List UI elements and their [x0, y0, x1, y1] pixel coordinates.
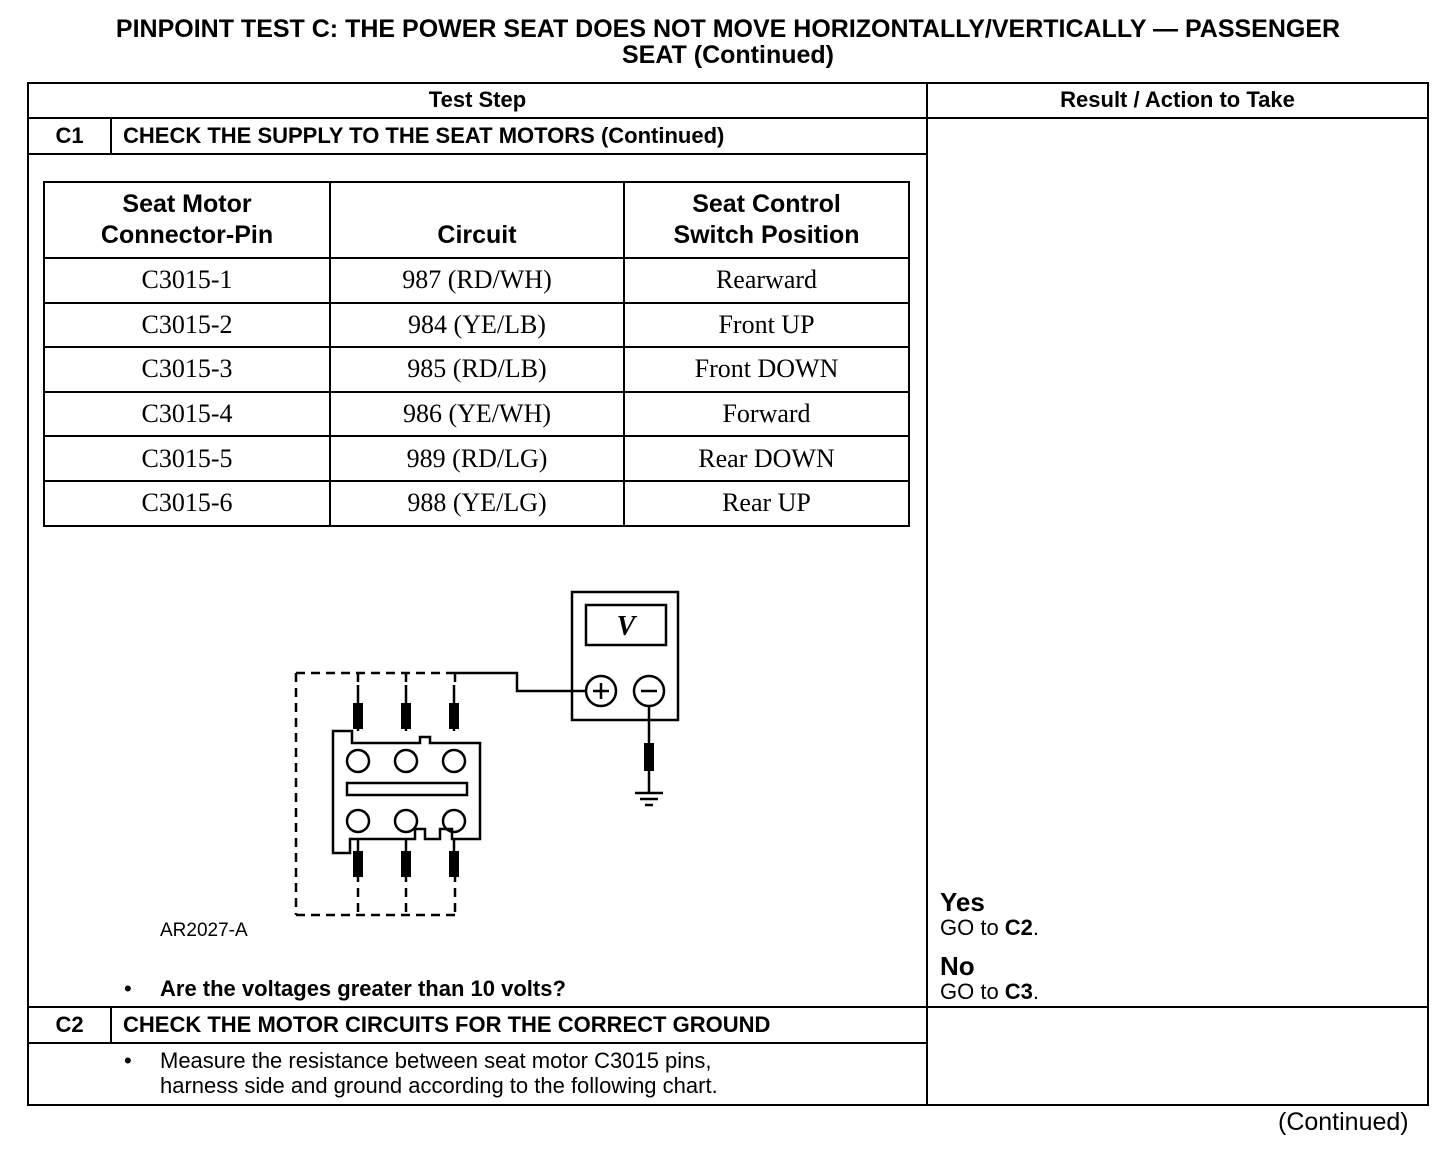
connector-body	[331, 729, 482, 855]
table-cell-circuit: 986 (YE/WH)	[329, 390, 625, 438]
ground-icon	[635, 791, 663, 807]
connector-pin-5	[393, 808, 419, 834]
step-id-c1: C1	[55, 123, 84, 148]
c1-id-divider	[110, 117, 112, 154]
table-cell-pin: C3015-4	[43, 390, 331, 438]
table-cell-pin: C3015-1	[43, 257, 331, 304]
probe-tips	[353, 703, 654, 877]
step-title-c1: CHECK THE SUPPLY TO THE SEAT MOTORS (Con…	[123, 123, 725, 148]
table-row: C3015-1 987 (RD/WH) Rearward	[43, 257, 910, 304]
table-cell-circuit: 985 (RD/LB)	[329, 346, 625, 393]
c2-id-divider	[110, 1006, 112, 1043]
result-yes-target: C2	[1004, 915, 1033, 940]
table-row: C3015-4 986 (YE/WH) Forward	[43, 390, 910, 438]
table-cell-position: Front UP	[623, 301, 910, 349]
table-row: C3015-5 989 (RD/LG) Rear DOWN	[43, 435, 910, 482]
page-title-line1: PINPOINT TEST C: THE POWER SEAT DOES NOT…	[115, 15, 1341, 43]
table-row: C3015-6 988 (YE/LG) Rear UP	[43, 479, 910, 527]
table-row: C3015-2 984 (YE/LB) Front UP	[43, 301, 910, 349]
table-cell-circuit: 988 (YE/LG)	[329, 479, 625, 527]
table-cell-circuit: 987 (RD/WH)	[329, 257, 625, 304]
voltmeter-body	[570, 590, 680, 722]
step-id-c2: C2	[55, 1012, 84, 1037]
page-title-line2: SEAT (Continued)	[622, 41, 834, 69]
header-test-step: Test Step	[428, 87, 527, 112]
table-cell-circuit: 984 (YE/LB)	[329, 301, 625, 349]
positive-test-lead	[455, 671, 586, 693]
positive-terminal-icon	[584, 674, 618, 708]
page-title: PINPOINT TEST C: THE POWER SEAT DOES NOT…	[20, 16, 1436, 68]
c2-title-rule	[27, 1042, 927, 1044]
table-cell-position: Rear DOWN	[623, 435, 910, 482]
result-yes-label: Yes	[940, 887, 985, 917]
table-cell-position: Rear UP	[623, 479, 910, 527]
pin-table-header-switch: Seat Control Switch Position	[623, 181, 910, 259]
header-result: Result / Action to Take	[1060, 87, 1295, 112]
result-no-label: No	[940, 951, 975, 981]
pin-table-header-circuit: Circuit	[329, 181, 625, 259]
voltmeter-display	[584, 603, 668, 647]
c1-question-text: Are the voltages greater than 10 volts?	[160, 976, 566, 1001]
result-yes-action: GO to C2.	[940, 915, 1040, 940]
connector-pin-1	[345, 748, 371, 774]
table-cell-position: Front DOWN	[623, 346, 910, 393]
table-cell-circuit: 989 (RD/LG)	[329, 435, 625, 482]
harness-dashed-outline	[294, 671, 457, 917]
voltmeter-symbol: V	[617, 611, 638, 642]
connector-pin-4	[345, 808, 371, 834]
pin-table-header-connector: Seat Motor Connector-Pin	[43, 181, 331, 259]
result-no-target: C3	[1004, 979, 1033, 1004]
voltmeter-wiring-diagram: V	[294, 590, 680, 917]
c2-instruction-line2: harness side and ground according to the…	[160, 1073, 718, 1098]
table-cell-pin: C3015-3	[43, 346, 331, 393]
c2-top-rule	[27, 1006, 1429, 1008]
table-cell-position: Rearward	[623, 257, 910, 304]
table-cell-position: Forward	[623, 390, 910, 438]
test-table-frame	[27, 82, 1429, 1106]
connector-pin-3	[441, 748, 467, 774]
pin-table: Seat Motor Connector-Pin Circuit Seat Co…	[43, 181, 910, 527]
connector-pin-6	[441, 808, 467, 834]
column-divider	[926, 82, 928, 1106]
c1-result: Yes GO to C2. No GO to C3.	[940, 888, 1039, 1004]
table-cell-pin: C3015-6	[43, 479, 331, 527]
continued-note: (Continued)	[1278, 1108, 1409, 1136]
table-row: C3015-3 985 (RD/LB) Front DOWN	[43, 346, 910, 393]
bullet-icon: •	[124, 976, 132, 1001]
bullet-icon: •	[124, 1048, 132, 1073]
c1-title-rule	[27, 153, 927, 155]
table-cell-pin: C3015-2	[43, 301, 331, 349]
pin-table-header-row: Seat Motor Connector-Pin Circuit Seat Co…	[43, 181, 910, 259]
result-no-action: GO to C3.	[940, 979, 1040, 1004]
figure-label: AR2027-A	[160, 920, 248, 941]
connector-pin-2	[393, 748, 419, 774]
c2-instruction-line1: Measure the resistance between seat moto…	[160, 1048, 712, 1073]
table-cell-pin: C3015-5	[43, 435, 331, 482]
connector-separator	[345, 781, 469, 797]
step-title-c2: CHECK THE MOTOR CIRCUITS FOR THE CORRECT…	[123, 1012, 771, 1037]
header-rule	[27, 117, 1429, 119]
